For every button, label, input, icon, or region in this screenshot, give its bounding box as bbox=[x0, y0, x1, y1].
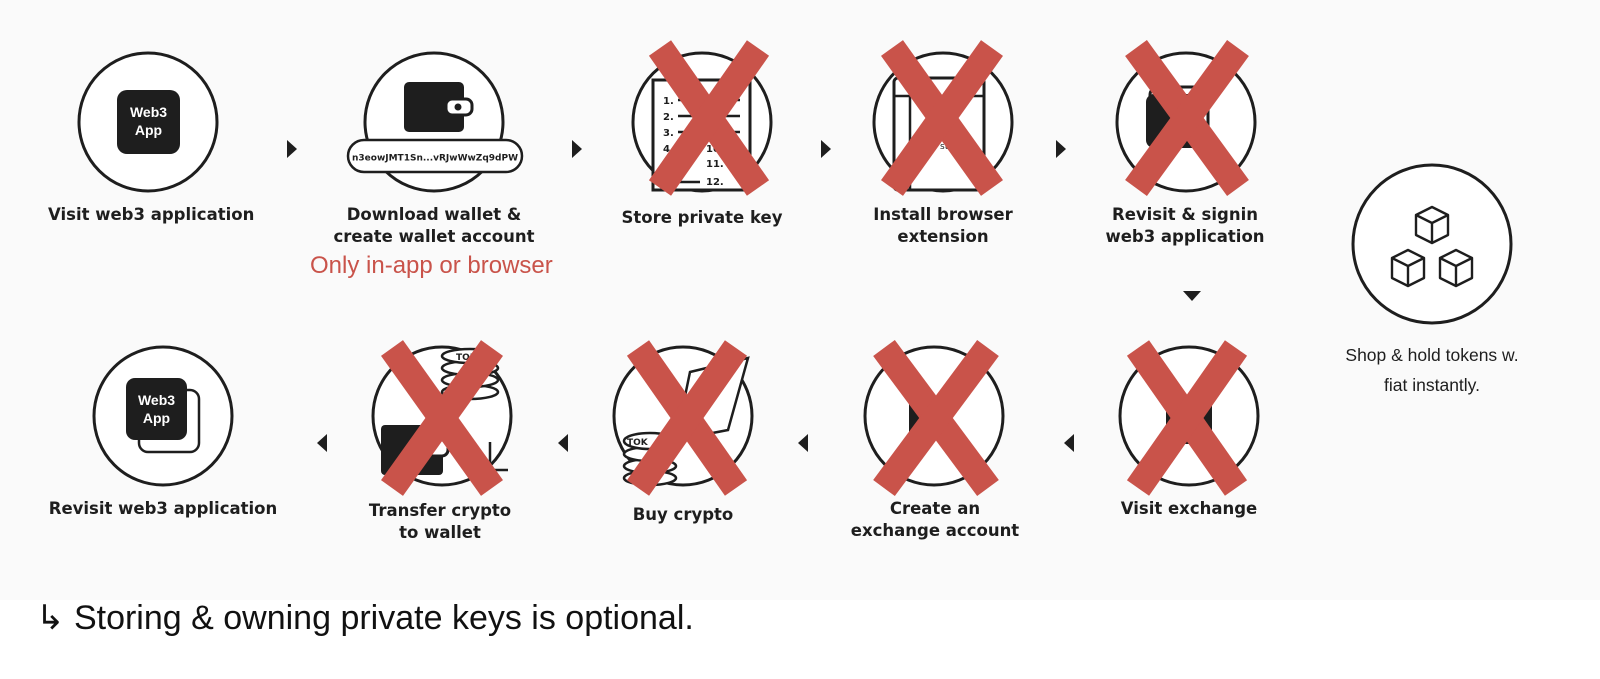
label-line: extension bbox=[897, 227, 989, 246]
badge-app: App bbox=[135, 122, 162, 138]
label-line: Revisit & signin bbox=[1112, 205, 1258, 224]
wallet-icon bbox=[404, 82, 474, 132]
cross-icon bbox=[881, 40, 1003, 196]
step-label-store-key: Store private key bbox=[602, 207, 802, 229]
seed-number: 4. bbox=[663, 144, 674, 155]
label-line: web3 application bbox=[1105, 227, 1265, 246]
in-app-note: Only in-app or browser bbox=[310, 252, 553, 279]
step-revisit-app: Web3 App bbox=[92, 345, 234, 487]
label-line: Revisit web3 application bbox=[48, 499, 278, 518]
arrow-left-icon bbox=[558, 434, 568, 452]
arrow-right-icon bbox=[287, 140, 297, 158]
diagram-panel bbox=[0, 0, 1600, 600]
token-label: TOK bbox=[456, 353, 478, 363]
arrow-right-icon bbox=[821, 140, 831, 158]
seed-number: 3. bbox=[663, 128, 674, 139]
step-label-revisit-signin: Revisit & signin web3 application bbox=[1085, 204, 1285, 248]
side-label: Shop & hold tokens w. fiat instantly. bbox=[1322, 340, 1542, 400]
label-line: Visit web3 application bbox=[48, 205, 255, 224]
arrow-left-icon bbox=[1064, 434, 1074, 452]
seed-number: 12. bbox=[706, 177, 724, 188]
label-line: Create an bbox=[889, 499, 981, 518]
flow-arrows bbox=[287, 140, 1201, 452]
step-label-download-wallet: Download wallet & create wallet account bbox=[324, 204, 544, 248]
label-line: Shop & hold tokens w. bbox=[1345, 345, 1519, 365]
cross-marks bbox=[381, 40, 1249, 497]
wallet-address: n3eowJMT1Sn...vRJwWwZq9dPW bbox=[352, 154, 518, 164]
step-label-buy-crypto: Buy crypto bbox=[583, 504, 783, 526]
seed-number: 11. bbox=[706, 159, 724, 170]
return-arrow-icon: ↳ bbox=[36, 599, 65, 637]
web3-app-icon: Web3 App bbox=[117, 90, 180, 154]
arrow-left-icon bbox=[317, 434, 327, 452]
label-line: Store private key bbox=[621, 208, 783, 227]
step-label-transfer-crypto: Transfer crypto to wallet bbox=[340, 500, 540, 544]
step-download-wallet: n3eowJMT1Sn...vRJwWwZq9dPW bbox=[346, 51, 524, 193]
step-label-install-extension: Install browser extension bbox=[843, 204, 1043, 248]
cross-icon bbox=[381, 340, 503, 496]
badge-app: App bbox=[143, 410, 170, 426]
label-line: create wallet account bbox=[333, 227, 535, 246]
footer-text: Storing & owning private keys is optiona… bbox=[73, 599, 694, 637]
label-line: Download wallet & bbox=[346, 205, 522, 224]
cross-icon bbox=[1125, 40, 1249, 196]
badge-web3: Web3 bbox=[138, 392, 175, 408]
step-label-visit-exchange: Visit exchange bbox=[1089, 498, 1289, 520]
arrow-right-icon bbox=[572, 140, 582, 158]
step-label-visit-app: Visit web3 application bbox=[48, 204, 255, 226]
label-line: Transfer crypto bbox=[368, 501, 512, 520]
cross-icon bbox=[626, 340, 748, 496]
cross-icon bbox=[648, 40, 770, 196]
cross-icon bbox=[873, 339, 999, 497]
token-label: TOK bbox=[627, 438, 649, 448]
seed-number: 1. bbox=[663, 96, 674, 107]
label-line: Visit exchange bbox=[1120, 499, 1258, 518]
label-line: fiat instantly. bbox=[1384, 375, 1480, 395]
step-label-create-exchange: Create an exchange account bbox=[825, 498, 1045, 542]
seed-number: 2. bbox=[663, 112, 674, 123]
label-line: Buy crypto bbox=[632, 505, 734, 524]
badge-web3: Web3 bbox=[130, 104, 167, 120]
cross-icon bbox=[1126, 340, 1248, 496]
step-visit-app: Web3 App bbox=[77, 51, 219, 193]
step-label-revisit-app: Revisit web3 application bbox=[43, 498, 283, 520]
label-line: Install browser bbox=[873, 205, 1013, 224]
side-tokens bbox=[1351, 163, 1513, 325]
onboarding-flow-diagram: Web3 App n3eowJMT1Sn...vRJwWwZq9dPW 1. 2… bbox=[77, 40, 1513, 497]
cubes-icon bbox=[1390, 205, 1474, 288]
arrow-left-icon bbox=[798, 434, 808, 452]
label-line: to wallet bbox=[399, 523, 481, 542]
footer-note: ↳ Storing & owning private keys is optio… bbox=[36, 598, 694, 638]
arrow-right-icon bbox=[1056, 140, 1066, 158]
web3-app-stacked-icon: Web3 App bbox=[126, 378, 201, 454]
label-line: exchange account bbox=[850, 521, 1020, 540]
arrow-down-icon bbox=[1183, 291, 1201, 301]
